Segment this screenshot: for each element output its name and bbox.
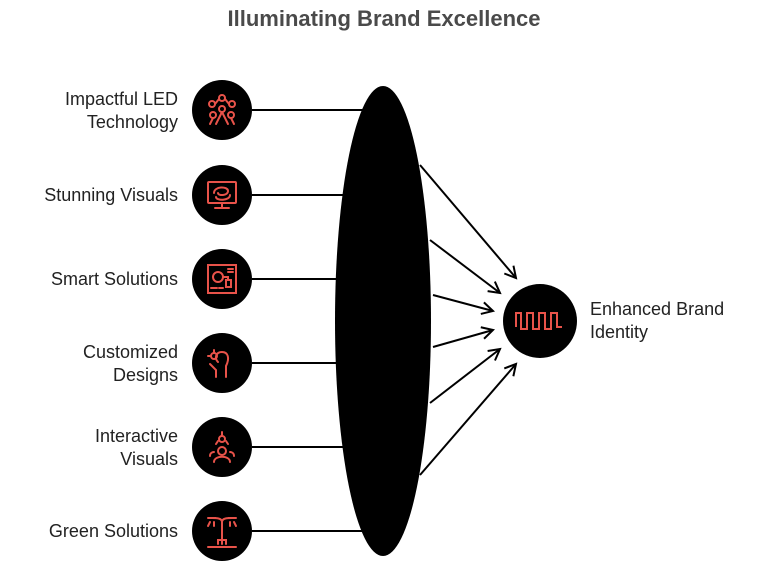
label-line: Technology xyxy=(86,112,178,132)
arrow xyxy=(419,164,516,278)
arrow xyxy=(432,330,493,348)
arrows xyxy=(419,164,516,476)
label-impactful-led: Impactful LED Technology xyxy=(65,88,178,134)
label-line: Visuals xyxy=(120,449,178,469)
monitor-swirl-icon xyxy=(192,165,252,225)
street-lamp-icon xyxy=(192,501,252,561)
label-line: Identity xyxy=(590,322,649,342)
label-line: Customized xyxy=(82,342,178,362)
label-green-solutions: Green Solutions xyxy=(48,521,178,541)
label-stunning-visuals: Stunning Visuals xyxy=(44,185,178,205)
square-wave-icon xyxy=(503,284,577,358)
arrow xyxy=(429,349,500,404)
smart-panel-icon xyxy=(192,249,252,309)
label-line: Enhanced Brand xyxy=(590,299,725,319)
diagram-title: Illuminating Brand Excellence xyxy=(227,6,541,31)
label-smart-solutions: Smart Solutions xyxy=(50,269,178,289)
atomium-structure-icon xyxy=(192,80,252,140)
lens-shape xyxy=(335,86,431,556)
arrow xyxy=(419,364,516,476)
hand-gear-icon xyxy=(192,333,252,393)
people-interaction-icon xyxy=(192,417,252,477)
label-line: Designs xyxy=(112,365,178,385)
label-line: Impactful LED xyxy=(64,89,178,109)
label-line: Interactive xyxy=(94,426,178,446)
arrow xyxy=(432,294,493,311)
arrow xyxy=(429,239,500,293)
